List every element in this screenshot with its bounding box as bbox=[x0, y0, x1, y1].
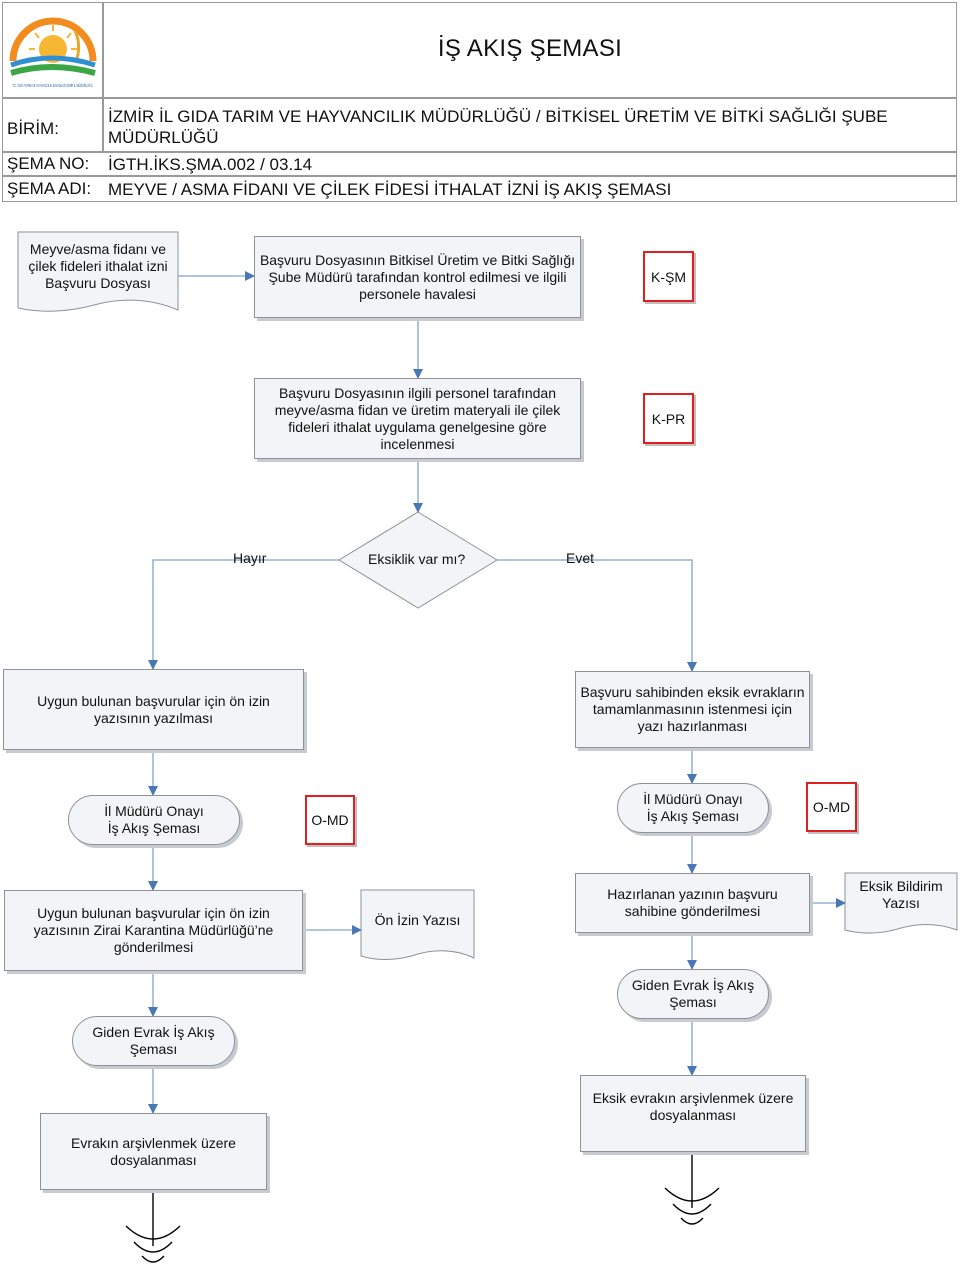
left-omd-tag: O-MD bbox=[305, 795, 355, 845]
left-step3-box: Uygun bulunan başvurular için ön izin ya… bbox=[3, 669, 304, 750]
left-step3-text: Uygun bulunan başvurular için ön izin ya… bbox=[37, 692, 270, 726]
pre-permit-document-shape bbox=[360, 889, 475, 960]
form-header: T.C. GIDA TARIM VE HAYVANCILIK BAKANLIĞI… bbox=[2, 2, 957, 202]
title-cell: İŞ AKIŞ ŞEMASI bbox=[103, 2, 957, 98]
birim-value: İZMİR İL GIDA TARIM VE HAYVANCILIK MÜDÜR… bbox=[108, 107, 888, 147]
step2-text: Başvuru Dosyasının ilgili personel taraf… bbox=[274, 384, 561, 452]
left-step4-text: Uygun bulunan başvurular için ön izin ya… bbox=[33, 905, 274, 955]
sema-no-value: İGTH.İKS.ŞMA.002 / 03.14 bbox=[108, 155, 313, 174]
left-archive-text: Evrakın arşivlenmek üzere dosyalanması bbox=[71, 1134, 236, 1168]
ministry-logo: T.C. GIDA TARIM VE HAYVANCILIK BAKANLIĞI… bbox=[9, 17, 97, 88]
right-step3-box: Başvuru sahibinden eksik evrakların tama… bbox=[575, 671, 810, 748]
tag-kpr: K-PR bbox=[643, 393, 694, 444]
right-step4-box: Hazırlanan yazının başvuru sahibine gönd… bbox=[575, 873, 810, 933]
left-end-terminator bbox=[125, 1190, 181, 1263]
tag-kşm: K-ŞM bbox=[643, 251, 694, 302]
sema-no-row bbox=[2, 152, 957, 176]
step1-text: Başvuru Dosyasının Bitkisel Üretim ve Bi… bbox=[259, 251, 576, 302]
logo-caption: T.C. GIDA TARIM VE HAYVANCILIK BAKANLIĞI… bbox=[13, 82, 93, 88]
left-step4-box: Uygun bulunan başvurular için ön izin ya… bbox=[4, 890, 303, 971]
tag-kşm-text: K-ŞM bbox=[651, 268, 686, 285]
left-approval-pill: İl Müdürü Onayı İş Akış Şeması bbox=[68, 795, 240, 845]
decision-text: Eksiklik var mı? bbox=[368, 551, 466, 567]
page-title: İŞ AKIŞ ŞEMASI bbox=[437, 35, 623, 62]
start-document-text: Meyve/asma fidanı ve çilek fideleri itha… bbox=[28, 240, 168, 291]
tag-kpr-text: K-PR bbox=[651, 410, 686, 427]
decision-no-label: Hayır bbox=[233, 550, 267, 566]
right-archive-box: Eksik evrakın arşivlenmek üzere dosyalan… bbox=[580, 1075, 806, 1152]
right-end-terminator bbox=[664, 1152, 720, 1225]
decision-diamond bbox=[338, 511, 498, 609]
left-archive-box: Evrakın arşivlenmek üzere dosyalanması bbox=[40, 1113, 267, 1190]
deficiency-document-text: Eksik Bildirim Yazısı bbox=[859, 878, 943, 911]
birim-label: BİRİM: bbox=[7, 119, 59, 138]
right-omd-text: O-MD bbox=[812, 799, 851, 815]
right-step3-text: Başvuru sahibinden eksik evrakların tama… bbox=[580, 684, 805, 734]
arrow-decision-yes bbox=[497, 559, 697, 672]
step2-box: Başvuru Dosyasının ilgili personel taraf… bbox=[254, 378, 581, 459]
right-approval-text: İl Müdürü Onayı İş Akış Şeması bbox=[643, 791, 743, 824]
step1-box: Başvuru Dosyasının Bitkisel Üretim ve Bi… bbox=[254, 236, 581, 318]
right-omd-tag: O-MD bbox=[806, 782, 857, 832]
decision-yes-label: Evet bbox=[566, 550, 595, 566]
birim-value-cell bbox=[103, 98, 957, 152]
left-omd-text: O-MD bbox=[311, 812, 349, 828]
right-outgoing-pill: Giden Evrak İş Akış Şeması bbox=[617, 969, 769, 1019]
sema-adi-label: ŞEMA ADI: bbox=[7, 179, 92, 198]
birim-label-cell bbox=[2, 98, 103, 152]
sema-no-label: ŞEMA NO: bbox=[7, 154, 90, 173]
deficiency-document-shape bbox=[844, 872, 958, 934]
logo-cell: T.C. GIDA TARIM VE HAYVANCILIK BAKANLIĞI… bbox=[2, 2, 103, 98]
pre-permit-document-text: Ön İzin Yazısı bbox=[374, 911, 461, 928]
left-approval-text: İl Müdürü Onayı İş Akış Şeması bbox=[104, 803, 204, 836]
right-step4-text: Hazırlanan yazının başvuru sahibine gönd… bbox=[607, 886, 778, 919]
sema-adi-value: MEYVE / ASMA FİDANI VE ÇİLEK FİDESİ İTHA… bbox=[108, 180, 672, 199]
arrow-decision-no bbox=[148, 559, 339, 670]
right-archive-text: Eksik evrakın arşivlenmek üzere dosyalan… bbox=[592, 1089, 794, 1123]
right-approval-pill: İl Müdürü Onayı İş Akış Şeması bbox=[617, 783, 769, 833]
left-outgoing-text: Giden Evrak İş Akış Şeması bbox=[92, 1024, 215, 1057]
right-outgoing-text: Giden Evrak İş Akış Şeması bbox=[631, 977, 755, 1010]
sema-adi-row bbox=[2, 176, 957, 202]
start-document-shape bbox=[17, 231, 179, 312]
left-outgoing-pill: Giden Evrak İş Akış Şeması bbox=[72, 1016, 235, 1066]
